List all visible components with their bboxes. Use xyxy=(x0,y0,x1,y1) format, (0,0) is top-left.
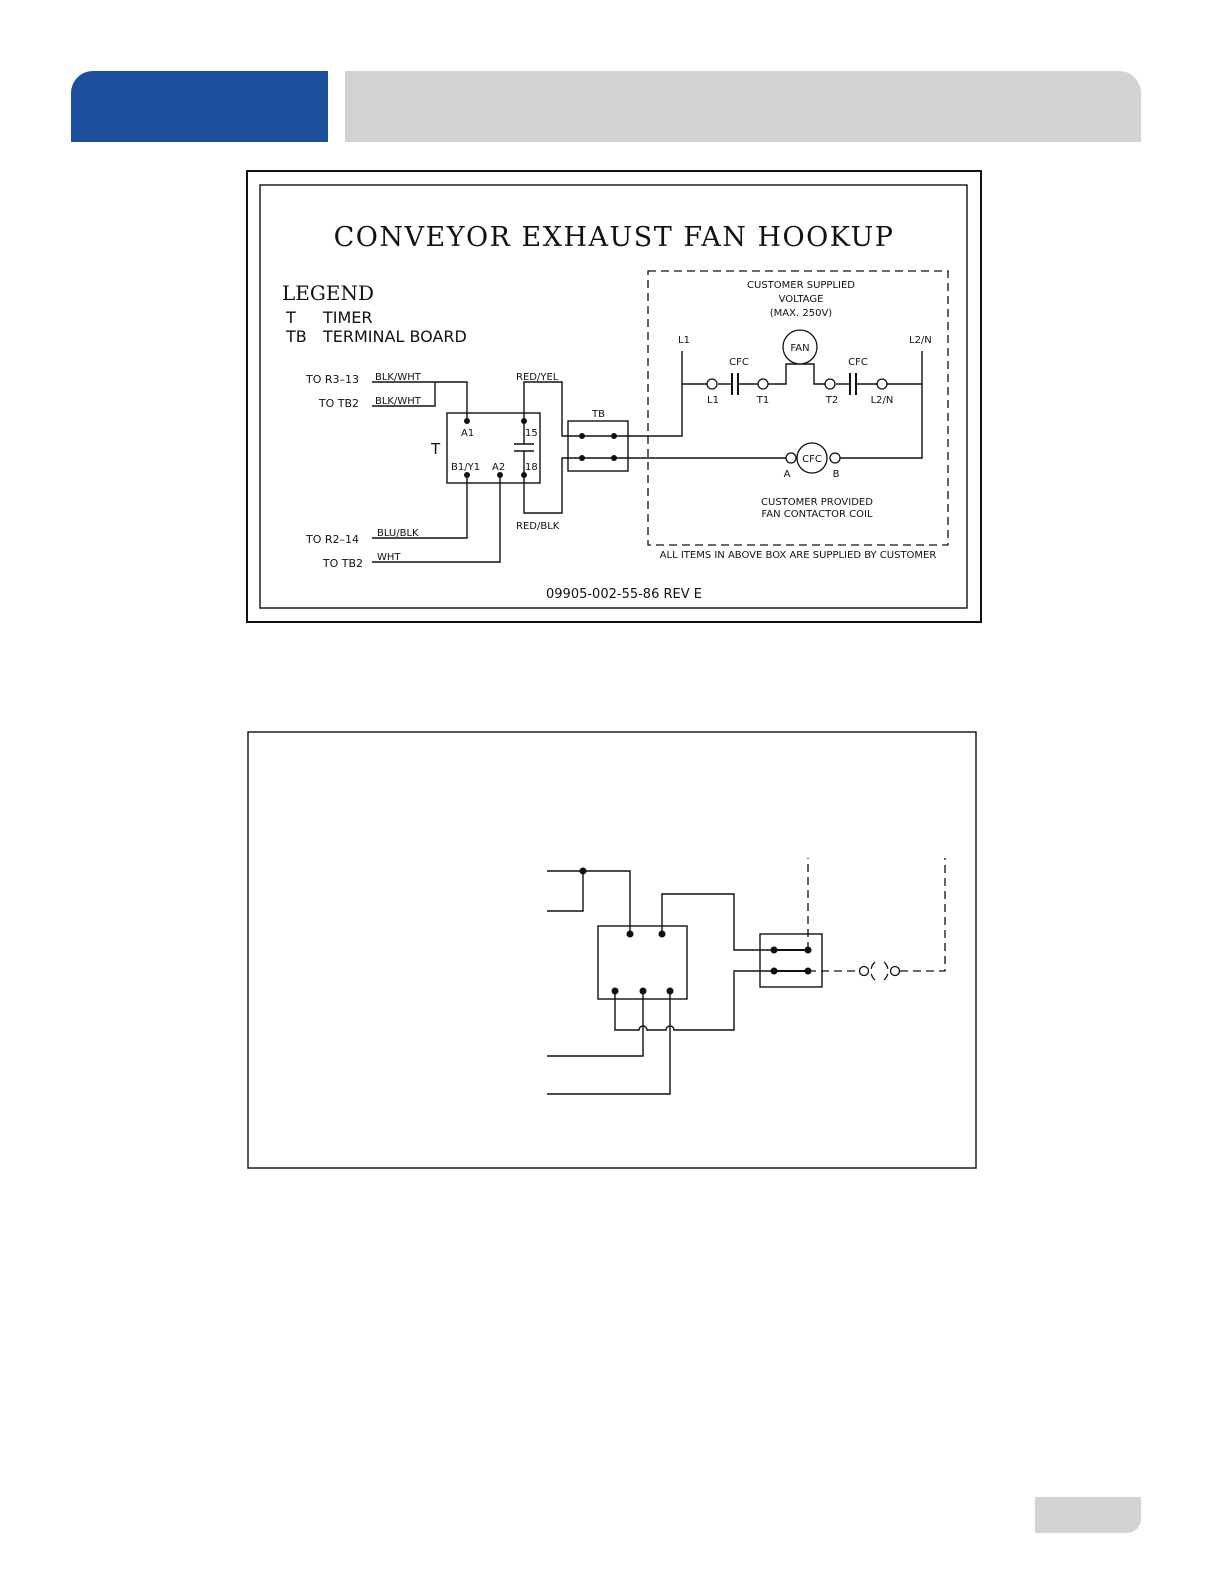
label-blu-blk: BLU/BLK xyxy=(377,528,419,539)
page-number-tab xyxy=(1035,1497,1141,1533)
customer-supplied-box xyxy=(647,270,949,546)
label-to-r3-13: TO R3–13 xyxy=(305,373,359,386)
coil-label: CFC xyxy=(802,454,822,465)
legend-code-tb: TB xyxy=(285,327,307,346)
customer-voltage-line2: VOLTAGE xyxy=(779,294,824,305)
fan-motor-symbol xyxy=(782,329,818,365)
timer-contact-18: 18 xyxy=(525,462,538,473)
timer-label: T xyxy=(430,440,441,458)
conveyor-exhaust-fan-diagram: CONVEYOR EXHAUST FAN HOOKUP LEGEND T TIM… xyxy=(246,170,982,623)
header-gray-bar xyxy=(345,71,1141,142)
diagram2-wiring xyxy=(547,858,946,1095)
supply-l1: L1 xyxy=(678,335,690,346)
legend-meaning-terminal-board: TERMINAL BOARD xyxy=(322,327,467,346)
legend-heading: LEGEND xyxy=(282,281,374,305)
timer-b1y1: B1/Y1 xyxy=(451,462,480,473)
timer-tb-wires xyxy=(523,381,582,514)
label-red-yel: RED/YEL xyxy=(516,372,559,383)
timer-a1: A1 xyxy=(461,428,474,439)
terminal-l1: L1 xyxy=(707,395,719,406)
customer-wiring xyxy=(614,329,923,474)
label-blk-wht-1: BLK/WHT xyxy=(375,372,422,383)
legend-code-t: T xyxy=(285,308,296,327)
cfc-left-label: CFC xyxy=(729,357,749,368)
timer-a2: A2 xyxy=(492,462,505,473)
input-wires xyxy=(372,381,501,563)
supply-l2n: L2/N xyxy=(909,335,932,346)
customer-provided-line2: FAN CONTACTOR COIL xyxy=(761,509,873,520)
terminal-board xyxy=(567,420,629,472)
timer-block xyxy=(446,412,541,484)
coil-terminal-b: B xyxy=(833,469,840,480)
customer-provided-line1: CUSTOMER PROVIDED xyxy=(761,497,873,508)
label-to-tb2-top: TO TB2 xyxy=(318,397,359,410)
legend-meaning-timer: TIMER xyxy=(322,308,373,327)
customer-box-footnote: ALL ITEMS IN ABOVE BOX ARE SUPPLIED BY C… xyxy=(660,550,937,561)
inner-frame xyxy=(259,184,968,609)
coil-terminal-a: A xyxy=(784,469,791,480)
timer-contact-15: 15 xyxy=(525,428,538,439)
customer-voltage-line3: (MAX. 250V) xyxy=(770,308,833,319)
fan-label: FAN xyxy=(790,343,809,354)
terminal-t2: T2 xyxy=(825,395,838,406)
label-blk-wht-2: BLK/WHT xyxy=(375,396,422,407)
label-red-blk: RED/BLK xyxy=(516,521,560,532)
cfc-right-label: CFC xyxy=(848,357,868,368)
label-wht: WHT xyxy=(377,552,401,563)
unlabeled-wiring-diagram xyxy=(247,731,977,1169)
terminal-t1: T1 xyxy=(756,395,769,406)
diagram-title: CONVEYOR EXHAUST FAN HOOKUP xyxy=(334,222,895,253)
customer-voltage-line1: CUSTOMER SUPPLIED xyxy=(747,280,855,291)
fan-contactor-coil-symbol xyxy=(796,442,828,474)
part-number: 09905-002-55-86 REV E xyxy=(546,587,702,602)
label-to-r2-14: TO R2–14 xyxy=(305,533,359,546)
diagram2-frame xyxy=(247,731,977,1169)
tb-label: TB xyxy=(591,409,605,420)
outer-frame xyxy=(246,170,982,623)
terminal-l2n: L2/N xyxy=(871,395,894,406)
header-blue-bar xyxy=(71,71,328,142)
label-to-tb2-bottom: TO TB2 xyxy=(322,557,363,570)
